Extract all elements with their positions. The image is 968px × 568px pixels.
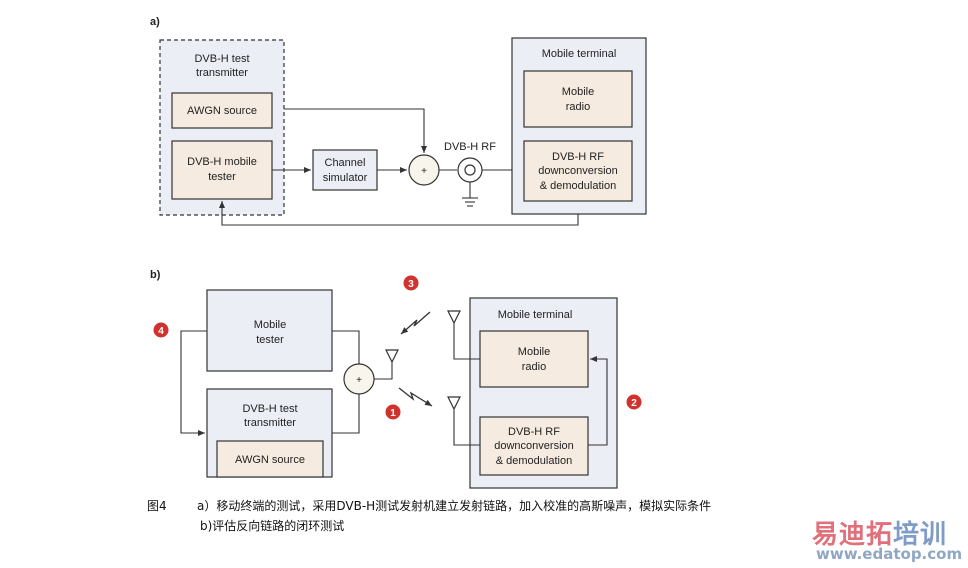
mobile-radio-b-label-1: Mobile xyxy=(518,346,550,358)
mobile-tester-b-label-2: tester xyxy=(256,334,284,346)
rf-block-b-label-1: DVB-H RF xyxy=(508,426,560,438)
rf-connector-icon xyxy=(457,157,483,198)
caption-line-b: b)评估反向链路的闭环测试 xyxy=(200,519,345,533)
caption-figure-number: 图4 xyxy=(147,499,167,513)
adder-a-symbol: + xyxy=(421,166,427,177)
loop-arrow-4 xyxy=(180,330,207,436)
badge-2: 2 xyxy=(626,394,642,410)
badge-1: 1 xyxy=(385,404,401,420)
adder-b-symbol: + xyxy=(356,375,362,386)
tester-to-adder-line xyxy=(332,330,360,364)
awgn-source-label: AWGN source xyxy=(187,105,257,117)
rx-antenna-upper-icon xyxy=(447,310,461,325)
badge-3-text: 3 xyxy=(408,279,414,290)
feedback-arrow-a xyxy=(219,201,579,226)
tx-antenna-feed xyxy=(374,362,393,380)
rf-block-a-label-2: downconversion xyxy=(538,165,618,177)
diagram-a: a) DVB-H test transmitter AWGN source DV… xyxy=(150,16,647,226)
transmitter-group-title-2: transmitter xyxy=(196,67,248,79)
transmitter-b-label-1: DVB-H test xyxy=(242,403,297,415)
mobile-terminal-b-title: Mobile terminal xyxy=(498,309,573,321)
mobile-terminal-a-title: Mobile terminal xyxy=(542,48,617,60)
downlink-wireless-arrow xyxy=(398,387,433,407)
rf-block-a xyxy=(523,140,633,202)
rf-block-b xyxy=(479,416,589,476)
badge-4-text: 4 xyxy=(158,326,164,337)
watermark-logo: 易迪拓培训 xyxy=(812,514,947,551)
awgn-source-b-label: AWGN source xyxy=(235,454,305,466)
mobile-radio-a-label-1: Mobile xyxy=(562,86,594,98)
rx-antenna-upper-feed xyxy=(453,323,480,360)
watermark-url: www.edatop.com xyxy=(816,545,963,563)
badge-2-text: 2 xyxy=(631,398,637,409)
rf-block-b-label-3: & demodulation xyxy=(496,455,572,467)
awgn-source-b-block xyxy=(216,440,324,478)
panel-label-b: b) xyxy=(150,269,161,281)
mobile-tester-label-1: DVB-H mobile xyxy=(187,156,257,168)
rf-block-a-label-3: & demodulation xyxy=(540,180,616,192)
mobile-radio-a-block xyxy=(523,70,633,128)
channel-simulator-block xyxy=(312,149,378,191)
mobile-radio-b-label-2: radio xyxy=(522,361,546,373)
mobile-tester-b-label-1: Mobile xyxy=(254,319,286,331)
awgn-to-adder-arrow xyxy=(284,108,427,153)
tx-antenna-icon xyxy=(385,349,399,364)
rf-block-a-label-1: DVB-H RF xyxy=(552,151,604,163)
watermark-blue-text: 培训 xyxy=(893,520,948,550)
channel-simulator-label-2: simulator xyxy=(323,172,368,184)
badge-4: 4 xyxy=(153,322,169,338)
mobile-tester-label-2: tester xyxy=(208,171,236,183)
channel-simulator-label-1: Channel xyxy=(325,157,366,169)
badge-3: 3 xyxy=(403,275,419,291)
loop-arrow-2 xyxy=(588,356,608,446)
rf-label: DVB-H RF xyxy=(444,141,496,153)
rf-block-b-label-2: downconversion xyxy=(494,440,574,452)
transmitter-group-title-1: DVB-H test xyxy=(194,53,249,65)
caption-line-a: a）移动终端的测试，采用DVB-H测试发射机建立发射链路，加入校准的高斯噪声，模… xyxy=(197,499,712,513)
rx-antenna-lower-icon xyxy=(447,396,461,411)
badge-1-text: 1 xyxy=(390,408,396,419)
mobile-radio-b-block xyxy=(479,330,589,388)
transmitter-to-adder-line xyxy=(332,394,360,434)
awgn-source-block xyxy=(171,92,273,129)
diagram-b: b) Mobile tester DVB-H test transmitter … xyxy=(150,269,642,489)
ground-icon xyxy=(462,197,478,207)
transmitter-b-label-2: transmitter xyxy=(244,417,296,429)
watermark-red-text: 易迪拓 xyxy=(812,520,894,550)
mobile-radio-a-label-2: radio xyxy=(566,101,590,113)
rx-antenna-lower-feed xyxy=(453,409,480,446)
mobile-tester-block xyxy=(171,140,273,200)
panel-label-a: a) xyxy=(150,16,160,28)
uplink-wireless-arrow xyxy=(400,311,431,335)
